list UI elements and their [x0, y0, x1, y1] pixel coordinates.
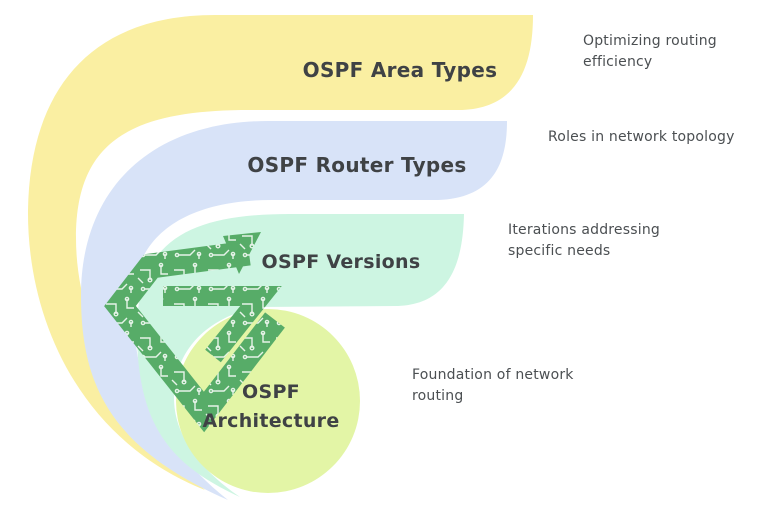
circuit-arrow-head [223, 232, 261, 274]
arc-label-router-types: OSPF Router Types [247, 153, 467, 177]
description-router-types: Roles in network topology [548, 129, 735, 145]
arc-label-area-types: OSPF Area Types [302, 58, 498, 82]
circuit-arrow-icon [104, 232, 285, 433]
arc-label-architecture: OSPF Architecture [202, 381, 340, 432]
description-architecture: Foundation of network routing [412, 367, 574, 404]
circuit-arrow-outer-band [104, 240, 285, 433]
arc-label-versions: OSPF Versions [261, 251, 421, 273]
circuit-arrow-inner-band [163, 286, 282, 363]
swoosh-versions [137, 214, 464, 497]
swoosh-router-types [81, 121, 507, 500]
description-area-types: Optimizing routing efficiency [583, 33, 717, 70]
swoosh-area-types [27, 15, 534, 490]
description-versions: Iterations addressing specific needs [508, 222, 660, 259]
